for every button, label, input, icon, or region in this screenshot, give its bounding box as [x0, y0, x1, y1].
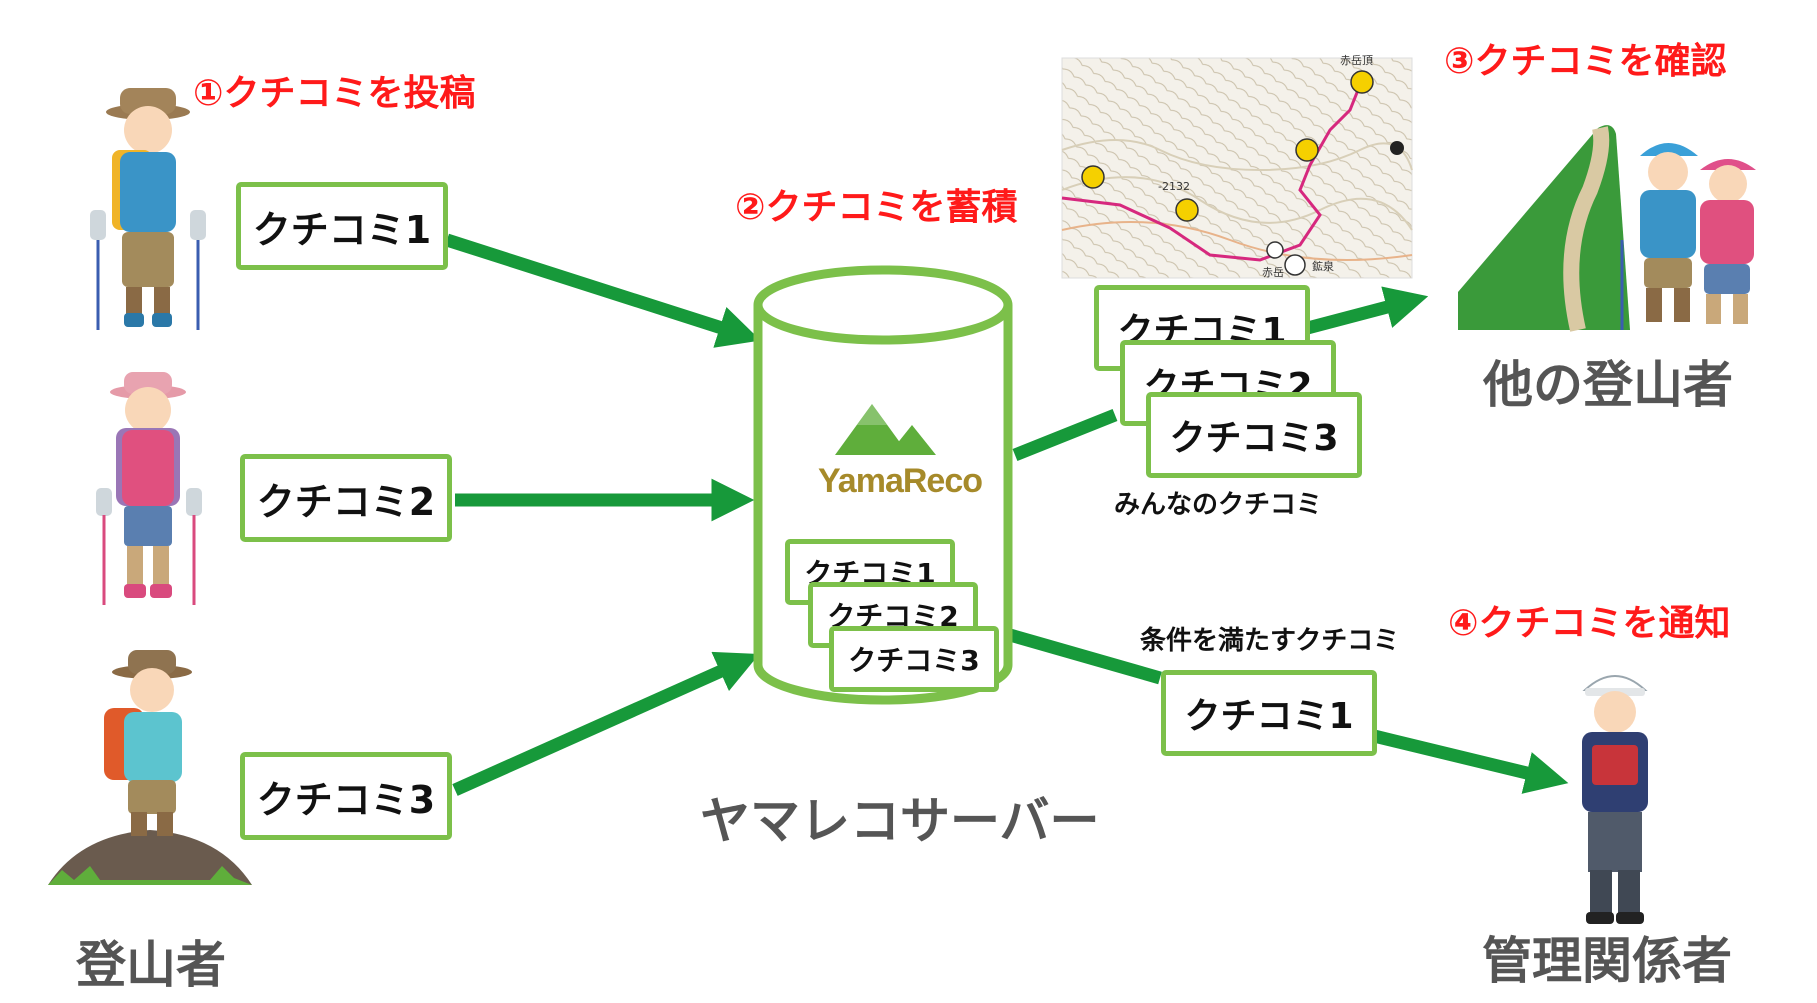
map-bear-icon [1081, 165, 1105, 189]
server-label: ヤマレコサーバー [700, 792, 1100, 850]
everyone-reviews-label: みんなのクチコミ [1114, 490, 1323, 520]
hikers-label: 登山者 [76, 936, 226, 994]
other-hikers-label: 他の登山者 [1483, 356, 1733, 414]
yamareco-logo-text: YamaReco [818, 462, 983, 500]
map-hut-icon [1266, 241, 1284, 259]
map-tent-icon [1284, 254, 1306, 276]
map-warning-icon [1175, 70, 1404, 222]
map-route-line [1061, 79, 1364, 262]
map-label-2: -2132 [1158, 180, 1190, 193]
map-label-1: 赤岳頂 [1340, 54, 1373, 67]
stored-review-3: クチコミ3 [829, 626, 999, 692]
hiker-1-illustration [90, 88, 206, 330]
other-hikers-illustration [1458, 125, 1756, 332]
hiker-3-illustration [48, 650, 252, 885]
arrow-post-3 [452, 651, 760, 796]
map-label-3: 赤岳 [1262, 266, 1284, 279]
step-store-label: ②クチコミを蓄積 [735, 187, 1018, 228]
step-check-label: ③クチコミを確認 [1444, 41, 1727, 82]
review-box-1: クチコミ1 [236, 182, 448, 270]
hiker-2-illustration [96, 372, 202, 605]
arrow-to-other-hikers [1298, 286, 1429, 337]
arrow-to-managers [1368, 728, 1569, 794]
review-box-3: クチコミ3 [240, 752, 452, 840]
shared-review-3: クチコミ3 [1146, 392, 1362, 478]
yamareco-logo-icon [835, 404, 936, 455]
manager-illustration [1582, 675, 1648, 924]
arrow-to-condition [1008, 628, 1162, 685]
arrow-to-map [1012, 408, 1118, 462]
review-box-2: クチコミ2 [240, 454, 452, 542]
step-notify-label: ④クチコミを通知 [1448, 603, 1731, 644]
condition-reviews-label: 条件を満たすクチコミ [1140, 626, 1400, 656]
managers-label: 管理関係者 [1482, 932, 1732, 990]
notified-review-1: クチコミ1 [1161, 670, 1377, 756]
map-label-4: 鉱泉 [1312, 259, 1334, 273]
trail-map: 赤岳頂 -2132 赤岳 鉱泉 [1061, 54, 1413, 279]
arrow-post-1 [445, 233, 761, 348]
step-post-label: ①クチコミを投稿 [193, 73, 476, 114]
